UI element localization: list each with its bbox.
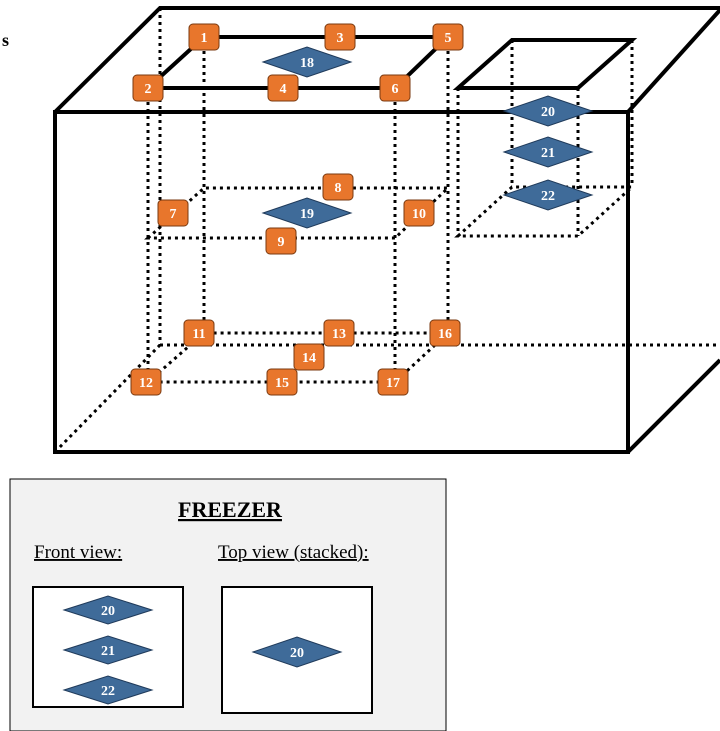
freezer-diamond-shape xyxy=(502,136,594,168)
sensor-marker-box xyxy=(429,319,461,347)
sensor-marker-label: 4 xyxy=(280,82,287,97)
sensor-marker-box xyxy=(183,319,215,347)
freezer-diamond: 22 xyxy=(502,179,594,211)
center-diamond: 18 xyxy=(261,46,353,78)
sensor-marker-label: 6 xyxy=(392,82,399,97)
sensor-marker-box xyxy=(323,319,355,347)
sensor-marker-label: 12 xyxy=(139,376,153,391)
center-diamond-label: 19 xyxy=(300,207,314,222)
sensor-marker: 15 xyxy=(266,368,298,396)
freezer-diamond-label: 22 xyxy=(541,189,555,204)
sensor-marker-box xyxy=(432,23,464,51)
sensor-marker: 4 xyxy=(267,74,299,102)
sensor-marker-box xyxy=(379,74,411,102)
sensor-marker: 6 xyxy=(379,74,411,102)
sensor-marker: 1 xyxy=(188,23,220,51)
sensor-marker-box xyxy=(267,74,299,102)
sensor-marker-label: 2 xyxy=(145,82,152,97)
freezer-diamond-label: 20 xyxy=(541,105,555,120)
sensor-marker: 9 xyxy=(265,227,297,255)
freezer-diamond-shape xyxy=(502,95,594,127)
freezer-diamond-label: 21 xyxy=(541,146,555,161)
top-view-box xyxy=(221,586,373,714)
sensor-marker-label: 10 xyxy=(412,207,426,222)
sensor-marker-label: 11 xyxy=(192,327,205,342)
freezer-opening xyxy=(452,38,638,90)
center-diamond-shape xyxy=(261,46,353,78)
front-view-label: Front view: xyxy=(34,542,122,563)
legend-top-stack: 20 xyxy=(251,636,343,668)
sensor-marker-box xyxy=(322,173,354,201)
freezer-diamonds: 20 21 22 xyxy=(502,95,594,211)
sensor-marker-box xyxy=(377,368,409,396)
legend-front-diamond: 22 xyxy=(62,675,154,705)
legend-front-diamond-shape xyxy=(62,635,154,665)
freezer-legend: FREEZER Front view: Top view (stacked): … xyxy=(9,478,447,731)
legend-top-diamond: 20 xyxy=(251,636,343,668)
legend-front-diamond-shape xyxy=(62,595,154,625)
sensor-marker: 17 xyxy=(377,368,409,396)
sensor-marker-label: 7 xyxy=(170,207,177,222)
sensor-marker-box xyxy=(188,23,220,51)
sensor-marker-label: 16 xyxy=(438,327,452,342)
freezer-diamond-shape xyxy=(502,179,594,211)
sensor-marker-label: 14 xyxy=(302,351,316,366)
sensor-marker-box xyxy=(324,23,356,51)
sensor-marker: 8 xyxy=(322,173,354,201)
sensor-marker: 13 xyxy=(323,319,355,347)
sensor-marker-label: 9 xyxy=(278,235,285,250)
sensor-marker-box xyxy=(265,227,297,255)
sensor-marker-label: 1 xyxy=(201,31,208,46)
legend-front-diamond-label: 22 xyxy=(101,684,115,699)
legend-title: FREEZER xyxy=(178,497,283,522)
legend-front-diamond: 21 xyxy=(62,635,154,665)
sensor-marker-label: 13 xyxy=(332,327,346,342)
sensor-marker-box xyxy=(157,199,189,227)
sensor-marker: 11 xyxy=(183,319,215,347)
legend-top-diamond-shape xyxy=(251,636,343,668)
legend-front-diamond: 20 xyxy=(62,595,154,625)
sensor-marker-label: 15 xyxy=(275,376,289,391)
legend-front-stack: 20 21 22 xyxy=(62,595,154,705)
sensor-marker: 7 xyxy=(157,199,189,227)
sensor-marker-box xyxy=(403,199,435,227)
freezer-diamond: 21 xyxy=(502,136,594,168)
sensor-marker: 3 xyxy=(324,23,356,51)
edge-text-fragment: s xyxy=(2,30,9,50)
center-diamond-shape xyxy=(261,197,353,229)
center-diamond: 19 xyxy=(261,197,353,229)
legend-front-diamond-label: 21 xyxy=(101,644,115,659)
freezer-diamond: 20 xyxy=(502,95,594,127)
sensor-marker: 5 xyxy=(432,23,464,51)
sensor-marker-box xyxy=(132,74,164,102)
legend-top-diamond-label: 20 xyxy=(290,646,304,661)
sensor-marker: 14 xyxy=(293,343,325,371)
legend-front-diamond-shape xyxy=(62,675,154,705)
sensor-marker-box xyxy=(130,368,162,396)
sensor-marker-box xyxy=(293,343,325,371)
top-view-label: Top view (stacked): xyxy=(218,542,369,563)
center-diamond-label: 18 xyxy=(300,56,314,71)
sensor-marker: 10 xyxy=(403,199,435,227)
sensor-marker-label: 8 xyxy=(335,181,342,196)
sensor-marker: 16 xyxy=(429,319,461,347)
sensor-marker-label: 17 xyxy=(386,376,400,391)
legend-front-diamond-label: 20 xyxy=(101,604,115,619)
sensor-marker-label: 3 xyxy=(337,31,344,46)
sensor-marker: 2 xyxy=(132,74,164,102)
sensor-marker: 12 xyxy=(130,368,162,396)
sensor-marker-label: 5 xyxy=(445,31,452,46)
sensor-marker-box xyxy=(266,368,298,396)
